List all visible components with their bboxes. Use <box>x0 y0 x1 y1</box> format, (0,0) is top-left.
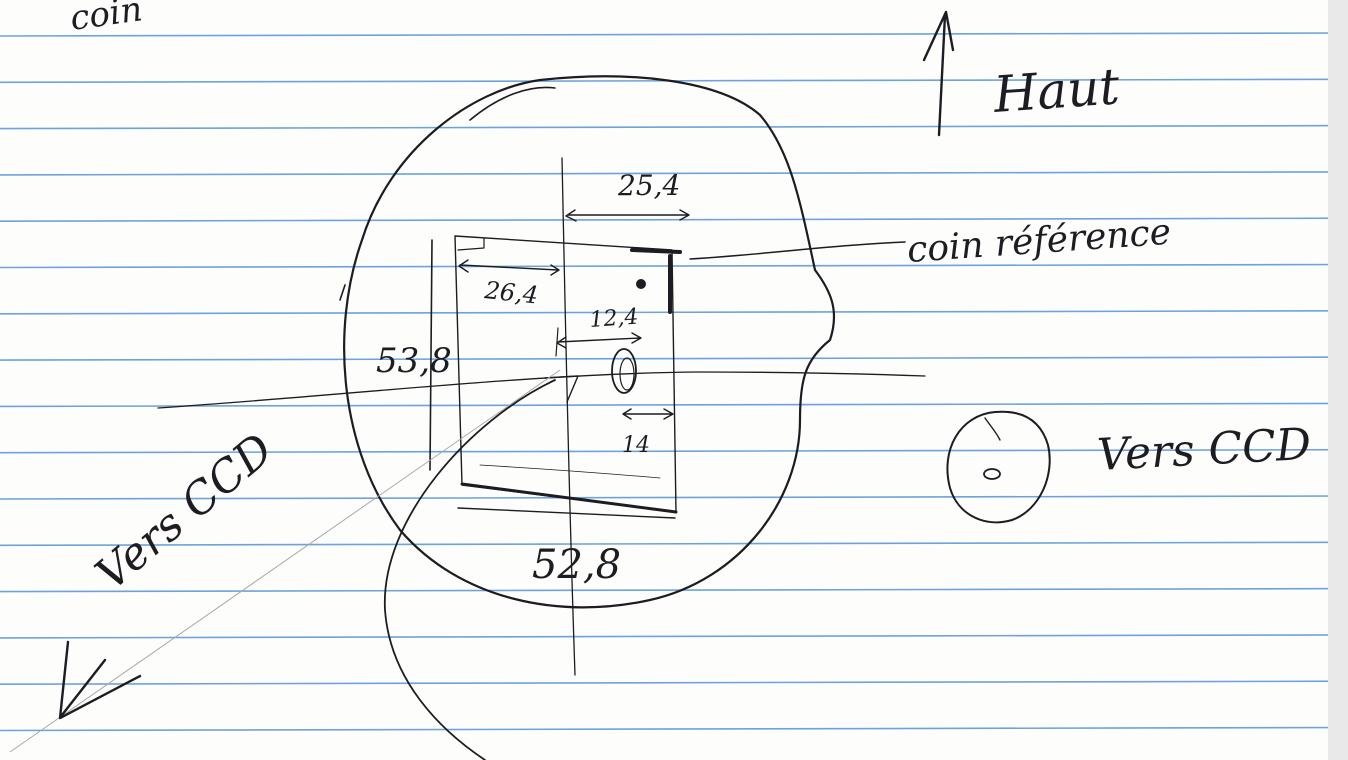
dim-center-offset-value: 12,4 <box>589 305 640 333</box>
dim-arrow-top-right <box>565 209 690 222</box>
ruled-line <box>0 171 1348 176</box>
sensor-inner-diagonal <box>479 464 661 479</box>
coin-reference-label: coin référence <box>906 212 1173 271</box>
haut-label: Haut <box>991 57 1122 124</box>
haut-arrow <box>922 10 955 137</box>
page-edge-shadow <box>1328 0 1348 760</box>
horizontal-axis <box>157 371 926 409</box>
outer-circle-tick <box>339 284 346 301</box>
dim-top-right-value: 25,4 <box>617 169 680 202</box>
vers-ccd-right-label: Vers CCD <box>1096 419 1312 481</box>
ruled-line <box>0 541 1348 547</box>
center-hole <box>611 348 637 394</box>
dim-width-value: 52,8 <box>532 542 621 588</box>
ruled-line <box>0 634 1348 639</box>
ruled-line <box>0 726 1348 732</box>
ccd-symbol-circle <box>946 410 1051 524</box>
ruled-line <box>0 263 1348 269</box>
dim-arrow-hole-offset <box>622 408 674 420</box>
reference-corner-mark <box>630 248 682 314</box>
ruled-line <box>0 495 1348 500</box>
ruled-line <box>0 32 1348 37</box>
lower-curve <box>384 379 556 760</box>
ccd-symbol-notch <box>984 417 1001 441</box>
outer-circle-overdraw <box>469 86 556 121</box>
dim-arrow-center-offset <box>556 332 642 349</box>
ccd-symbol-dot <box>983 468 1001 480</box>
dim-height-value: 53,8 <box>376 341 452 381</box>
ruled-line <box>0 587 1348 593</box>
dim-arrow-height <box>429 239 433 471</box>
vertical-axis <box>561 157 576 676</box>
ruled-lines <box>0 32 1348 732</box>
dim-tick-center <box>555 327 559 357</box>
ruled-line <box>0 217 1348 222</box>
dim-arrow-width <box>457 507 676 519</box>
dim-left-offset-value: 26,4 <box>482 276 539 310</box>
ruled-line <box>0 124 1348 130</box>
center-hole-inner <box>619 357 635 391</box>
sensor-bottom-edge <box>460 482 678 514</box>
outer-circle-outline <box>343 75 835 609</box>
vers-ccd-left-label: Vers CCD <box>86 424 283 601</box>
reference-dot <box>636 279 646 289</box>
top-corner-fragment-label: coin <box>68 0 145 39</box>
ccd-direction-line <box>9 369 561 753</box>
dim-arrow-left-offset <box>458 259 560 276</box>
vers-ccd-arrow-left <box>58 640 142 720</box>
ruled-line <box>0 680 1348 686</box>
coin-reference-leader <box>689 241 906 260</box>
ruled-line <box>0 309 1348 315</box>
hook-mark <box>544 375 579 403</box>
dim-hole-offset-value: 14 <box>622 433 650 458</box>
dim-bracket-left-offset <box>457 237 485 251</box>
ruled-line <box>0 448 1348 454</box>
